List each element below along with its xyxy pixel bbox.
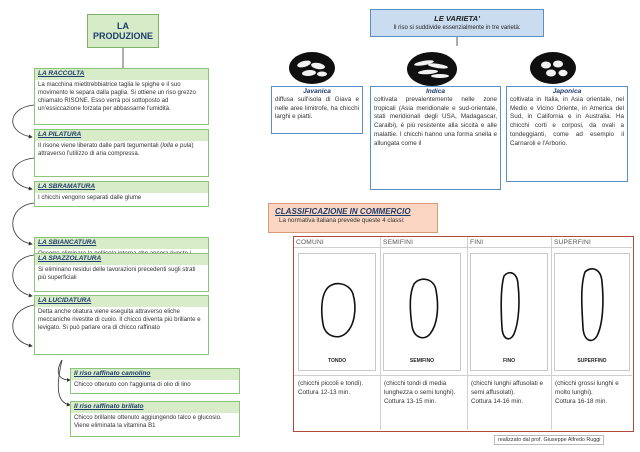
japonica-grains-image: [530, 52, 576, 84]
grain-label: SEMIFINO: [409, 358, 435, 364]
grain-label: SUPERFINO: [577, 358, 607, 364]
varieties-title-box: LE VARIETA' Il riso si suddivide essenzi…: [370, 9, 544, 37]
step-heading: LA LUCIDATURA: [35, 296, 208, 307]
step-pilatura: LA PILATURA Il risone viene liberato dal…: [34, 129, 209, 177]
class-superfini: SUPERFINI SUPERFINO (chicchi grossi lung…: [552, 237, 632, 405]
variety-text: coltivata prevalentemente nelle zone tro…: [374, 96, 497, 147]
javanica-grains-image: [289, 52, 335, 84]
class-comuni-image: TONDO: [298, 253, 376, 371]
variety-indica: Indica coltivata prevalentemente nelle z…: [370, 86, 501, 190]
rice-grains-icon: [541, 60, 568, 77]
step-heading: LA RACCOLTA: [35, 69, 208, 80]
substep-heading: Il riso raffinato camolino: [71, 369, 239, 380]
classification-title: CLASSIFICAZIONE IN COMMERCIO: [275, 207, 411, 216]
varieties-title: LE VARIETA': [434, 14, 480, 23]
class-header: SUPERFINI: [554, 239, 591, 246]
grain-label: FINO: [503, 358, 515, 364]
classification-title-box: CLASSIFICAZIONE IN COMMERCIO La normativ…: [268, 203, 438, 233]
varieties-subtitle: Il riso si suddivide essenzialmente in t…: [393, 25, 521, 31]
rice-grains-icon: [297, 60, 327, 77]
variety-name: Indica: [425, 88, 446, 95]
variety-javanica: Javanica diffusa sull'isola di Giava e n…: [271, 86, 363, 134]
class-semifini: SEMIFINI SEMIFINO (chicchi tondi di medi…: [381, 237, 467, 405]
rice-grains-icon: [414, 60, 449, 78]
step-text: Detta anche oliatura viene eseguita attr…: [38, 307, 201, 331]
class-superfini-image: SUPERFINO: [554, 253, 630, 371]
class-desc: (chicchi grossi lunghi e molto lunghi). …: [555, 380, 619, 406]
step-sbramatura: LA SBRAMATURA I chicchi vengono separati…: [34, 181, 209, 207]
variety-text: diffusa sull'isola di Giava e nelle aree…: [275, 96, 359, 121]
substep-camolino: Il riso raffinato camolino Chicco ottenu…: [70, 368, 240, 394]
step-heading: LA PILATURA: [35, 130, 208, 141]
step-text: Si eliminano residui delle lavorazioni p…: [38, 265, 196, 281]
step-text: La macchina mietitrebbiatrice taglia le …: [38, 80, 196, 112]
rice-grain-icon: [500, 271, 520, 340]
step-heading: LA SPAZZOLATURA: [35, 254, 208, 265]
substep-brillato: Il riso raffinato brillato Chicco brilla…: [70, 401, 240, 437]
rice-grain-icon: [409, 278, 439, 339]
step-spazzolatura: LA SPAZZOLATURA Si eliminano residui del…: [34, 253, 209, 292]
indica-grains-image: [407, 52, 457, 86]
step-lucidatura: LA LUCIDATURA Detta anche oliatura viene…: [34, 295, 209, 355]
substep-text: Chicco brillante ottenuto aggiungendo ta…: [74, 413, 222, 429]
step-heading: LA SBIANCATURA: [35, 238, 208, 249]
class-fini-image: FINO: [470, 253, 548, 371]
step-text: Il risone viene liberato dalle parti teg…: [38, 141, 194, 157]
class-desc: (chicchi piccoli e tondi). Cottura 12-13…: [298, 380, 364, 397]
rice-grain-icon: [320, 282, 356, 338]
step-text: I chicchi vengono separati dalle glume: [38, 193, 142, 201]
class-desc: (chicchi tondi di media lunghezza o semi…: [384, 380, 456, 406]
step-heading: LA SBRAMATURA: [35, 182, 208, 193]
variety-name: Japonica: [552, 88, 582, 95]
class-header: FINI: [470, 239, 484, 246]
grain-label: TONDO: [328, 358, 346, 364]
substep-heading: Il riso raffinato brillato: [71, 402, 239, 413]
variety-name: Javanica: [303, 88, 331, 95]
variety-text: coltivata in Italia, in Asia orientale, …: [510, 96, 624, 147]
rice-grain-icon: [580, 268, 604, 342]
classification-table: COMUNI TONDO (chicchi piccoli e tondi). …: [293, 236, 634, 432]
class-desc: (chicchi lunghi affusolati e semi affuso…: [471, 380, 543, 406]
production-title: LA PRODUZIONE: [87, 14, 159, 48]
class-fini: FINI FINO (chicchi lunghi affusolati e s…: [468, 237, 551, 405]
class-comuni: COMUNI TONDO (chicchi piccoli e tondi). …: [294, 237, 380, 396]
variety-japonica: Japonica coltivata in Italia, in Asia or…: [506, 86, 628, 182]
author-credit: realizzato dal prof. Giuseppe Alfredo Ru…: [494, 435, 605, 445]
step-raccolta: LA RACCOLTA La macchina mietitrebbiatric…: [34, 68, 209, 125]
classification-subtitle: La normativa italiana prevede queste 4 c…: [279, 217, 405, 224]
class-header: SEMIFINI: [383, 239, 414, 246]
substep-text: Chicco ottenuto con l'aggiunta di olio d…: [74, 380, 191, 388]
class-header: COMUNI: [296, 239, 324, 246]
class-semifini-image: SEMIFINO: [383, 253, 461, 371]
